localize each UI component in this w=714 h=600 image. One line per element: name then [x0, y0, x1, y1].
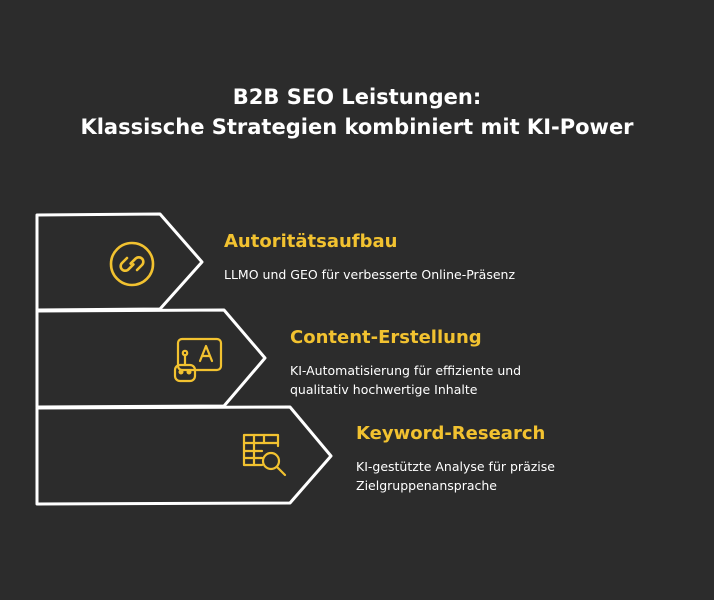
heading-content-erstellung: Content-Erstellung [290, 327, 482, 348]
arrow-shape-content [35, 308, 267, 409]
description-keyword-research: KI-gestützte Analyse für präzise Zielgru… [356, 459, 555, 493]
heading-autoritaetsaufbau: Autoritätsaufbau [224, 231, 398, 252]
arrow-shape-autoritaet [35, 212, 204, 312]
description-content-erstellung: KI-Automatisierung für effiziente und qu… [290, 363, 522, 397]
robot-text-icon [173, 337, 223, 383]
link-chain-icon [109, 241, 155, 287]
heading-keyword-research: Keyword-Research [356, 423, 546, 444]
title-line-2: Klassische Strategien kombiniert mit KI-… [80, 115, 634, 139]
table-search-icon [242, 433, 287, 477]
title-line-1: B2B SEO Leistungen: [232, 85, 482, 109]
arrow-shape-keyword [35, 405, 333, 506]
description-autoritaetsaufbau: LLMO und GEO für verbesserte Online-Präs… [224, 267, 516, 282]
diagram-title: B2B SEO Leistungen: Klassische Strategie… [0, 82, 714, 142]
